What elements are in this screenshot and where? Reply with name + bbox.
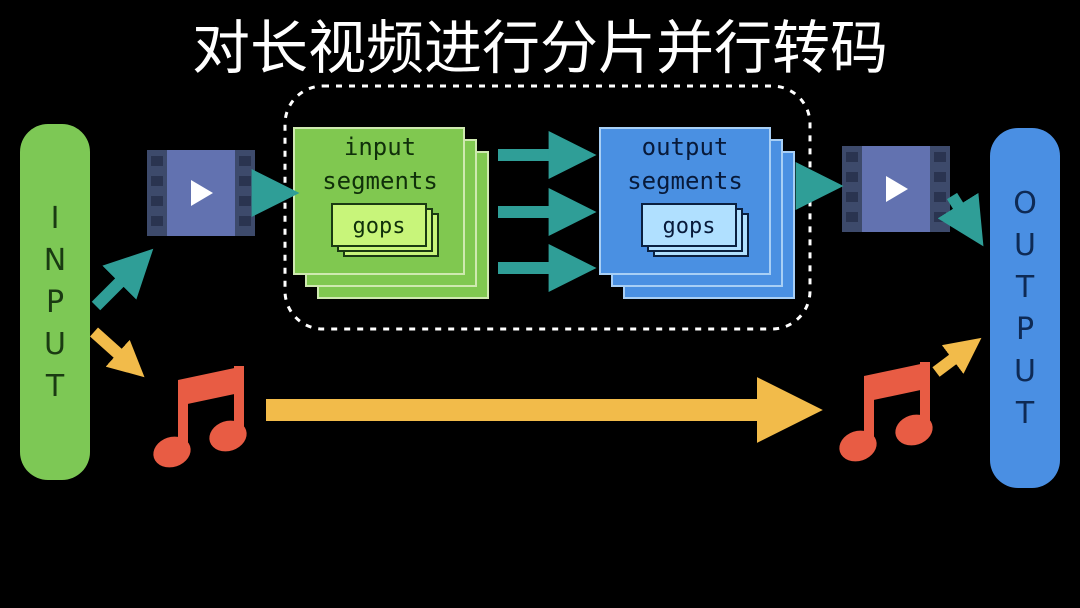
arrow-audio-to-output (932, 337, 982, 377)
output-segments-label-line2: segments (627, 167, 743, 195)
music-note-icon (153, 366, 247, 468)
input-gops-label: gops (353, 214, 406, 239)
teal-arrows (91, 131, 984, 311)
arrow-input-to-audio (89, 327, 145, 378)
input-segments-label-line1: input (344, 133, 416, 161)
output-gops-label: gops (663, 214, 716, 239)
output-segments-stack: output segments gops (599, 127, 795, 299)
music-note-icon (839, 362, 933, 462)
output-segments-label-line1: output (642, 133, 729, 161)
arrow-video-to-output (937, 192, 984, 247)
arrow-input-to-video (91, 248, 154, 311)
input-segments-label-line2: segments (322, 167, 438, 195)
input-segments-stack: input segments gops (293, 127, 489, 299)
diagram-title: 对长视频进行分片并行转码 (192, 14, 888, 82)
film-strip-play-icon (147, 150, 255, 236)
yellow-arrows (89, 327, 982, 443)
film-strip-play-icon (842, 146, 950, 232)
